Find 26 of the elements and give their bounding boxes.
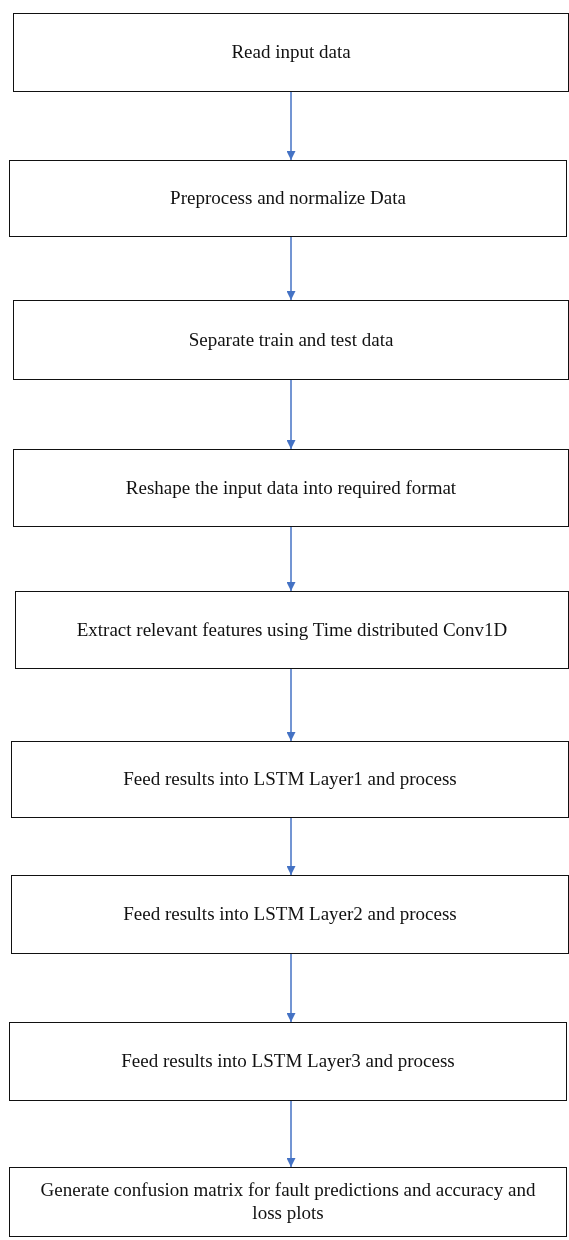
process-box [15,591,569,669]
step-text: Generate confusion matrix for fault predictions and accuracy and loss plots [39,1179,537,1225]
arrow [286,236,296,301]
step-text: Feed results into LSTM Layer3 and process [121,1050,455,1073]
arrow [286,817,296,876]
arrow [286,668,296,742]
process-box [13,300,569,380]
step-text: Feed results into LSTM Layer1 and process [123,768,457,791]
process-box [11,875,569,954]
process-box [9,160,567,237]
step-text: Extract relevant features using Time distributed Conv1D [76,618,508,642]
process-box [11,741,569,818]
step-text: Read input data [231,41,351,64]
process-box [13,449,569,527]
arrow [286,1100,296,1168]
process-box [9,1022,567,1101]
step-text: Separate train and test data [188,328,394,352]
process-box [13,13,569,92]
step-text: Feed results into LSTM Layer2 and process [123,903,457,926]
process-box [9,1167,567,1237]
step-text: Reshape the input data into required format [125,476,457,500]
step-text: Preprocess and normalize Data [170,187,406,210]
arrow [286,953,296,1023]
arrow [286,526,296,592]
arrow [286,91,296,161]
arrow [286,379,296,450]
